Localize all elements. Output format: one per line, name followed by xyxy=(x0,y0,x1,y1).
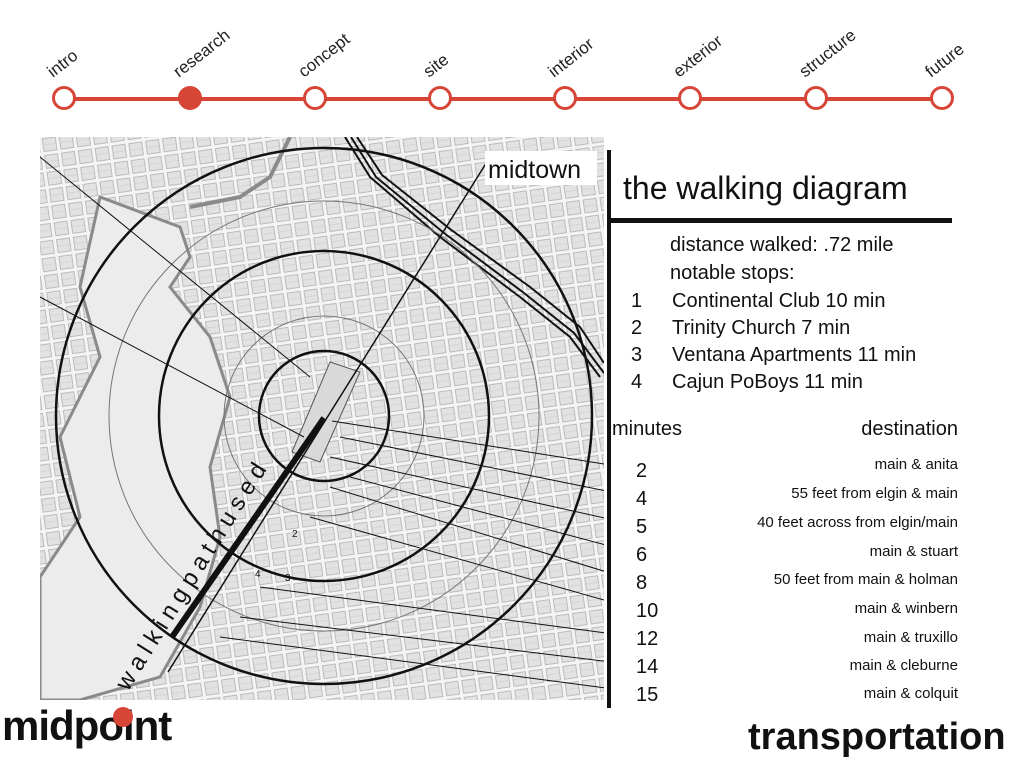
minutes-value: 12 xyxy=(636,628,659,650)
nav-dot[interactable] xyxy=(553,86,577,110)
destination-value: 55 feet from elgin & main xyxy=(791,485,958,502)
nav-dot[interactable] xyxy=(678,86,702,110)
stops-label: notable stops: xyxy=(670,262,795,284)
minutes-value: 4 xyxy=(636,488,648,510)
nav-label[interactable]: interior xyxy=(544,34,598,82)
distance-text: distance walked: .72 mile xyxy=(670,234,894,256)
nav-label[interactable]: concept xyxy=(294,29,354,82)
destination-value: main & stuart xyxy=(869,543,958,560)
stop-number: 2 xyxy=(631,317,643,339)
stop-number: 1 xyxy=(631,290,643,312)
nav-dot-active[interactable] xyxy=(178,86,202,110)
nav-dot[interactable] xyxy=(930,86,954,110)
map-stop-marker: 4 xyxy=(255,569,261,580)
destination-value: main & truxillo xyxy=(863,629,958,646)
nav-dot[interactable] xyxy=(804,86,828,110)
nav-line xyxy=(64,97,942,101)
nav-dot[interactable] xyxy=(428,86,452,110)
panel-divider-vertical xyxy=(607,150,611,708)
nav-label[interactable]: future xyxy=(921,39,968,82)
stop-text: Ventana Apartments 11 min xyxy=(672,344,917,366)
panel-title: the walking diagram xyxy=(623,170,908,206)
nav-label[interactable]: exterior xyxy=(669,31,727,82)
walking-map-svg: 2 4 3 midtown walkingpathused xyxy=(38,136,637,702)
nav-label[interactable]: site xyxy=(419,49,453,82)
nav-dot[interactable] xyxy=(52,86,76,110)
minutes-value: 6 xyxy=(636,544,648,566)
map-label-midtown: midtown xyxy=(488,156,581,184)
nav-label[interactable]: intro xyxy=(43,45,82,82)
destination-value: main & winbern xyxy=(854,600,958,617)
panel-divider-horizontal xyxy=(607,218,952,223)
destination-value: 40 feet across from elgin/main xyxy=(757,514,958,531)
stop-text: Continental Club 10 min xyxy=(672,290,886,312)
nav-dot[interactable] xyxy=(303,86,327,110)
walking-map-image: 2 4 3 midtown walkingpathused xyxy=(38,136,637,702)
destination-value: 50 feet from main & holman xyxy=(773,571,958,588)
destination-value: main & cleburne xyxy=(849,657,958,674)
minutes-value: 15 xyxy=(636,684,659,706)
nav-label[interactable]: research xyxy=(169,25,234,82)
stop-number: 4 xyxy=(631,371,643,393)
destination-header: destination xyxy=(861,418,958,440)
minutes-value: 14 xyxy=(636,656,659,678)
stop-number: 3 xyxy=(631,344,643,366)
stop-text: Trinity Church 7 min xyxy=(672,317,851,339)
map-stop-marker: 2 xyxy=(292,529,298,540)
destination-value: main & anita xyxy=(874,456,958,473)
destination-value: main & colquit xyxy=(863,685,958,702)
map-stop-marker: 3 xyxy=(285,573,291,584)
minutes-value: 10 xyxy=(636,600,659,622)
logo-dot-icon xyxy=(113,707,133,727)
minutes-value: 2 xyxy=(636,460,648,482)
minutes-value: 5 xyxy=(636,516,648,538)
minutes-value: 8 xyxy=(636,572,648,594)
stop-text: Cajun PoBoys 11 min xyxy=(672,371,863,393)
minutes-header: minutes xyxy=(612,418,683,440)
nav-label[interactable]: structure xyxy=(795,25,860,82)
section-title: transportation xyxy=(748,716,1006,758)
midpoint-logo: midpoint xyxy=(2,702,172,749)
